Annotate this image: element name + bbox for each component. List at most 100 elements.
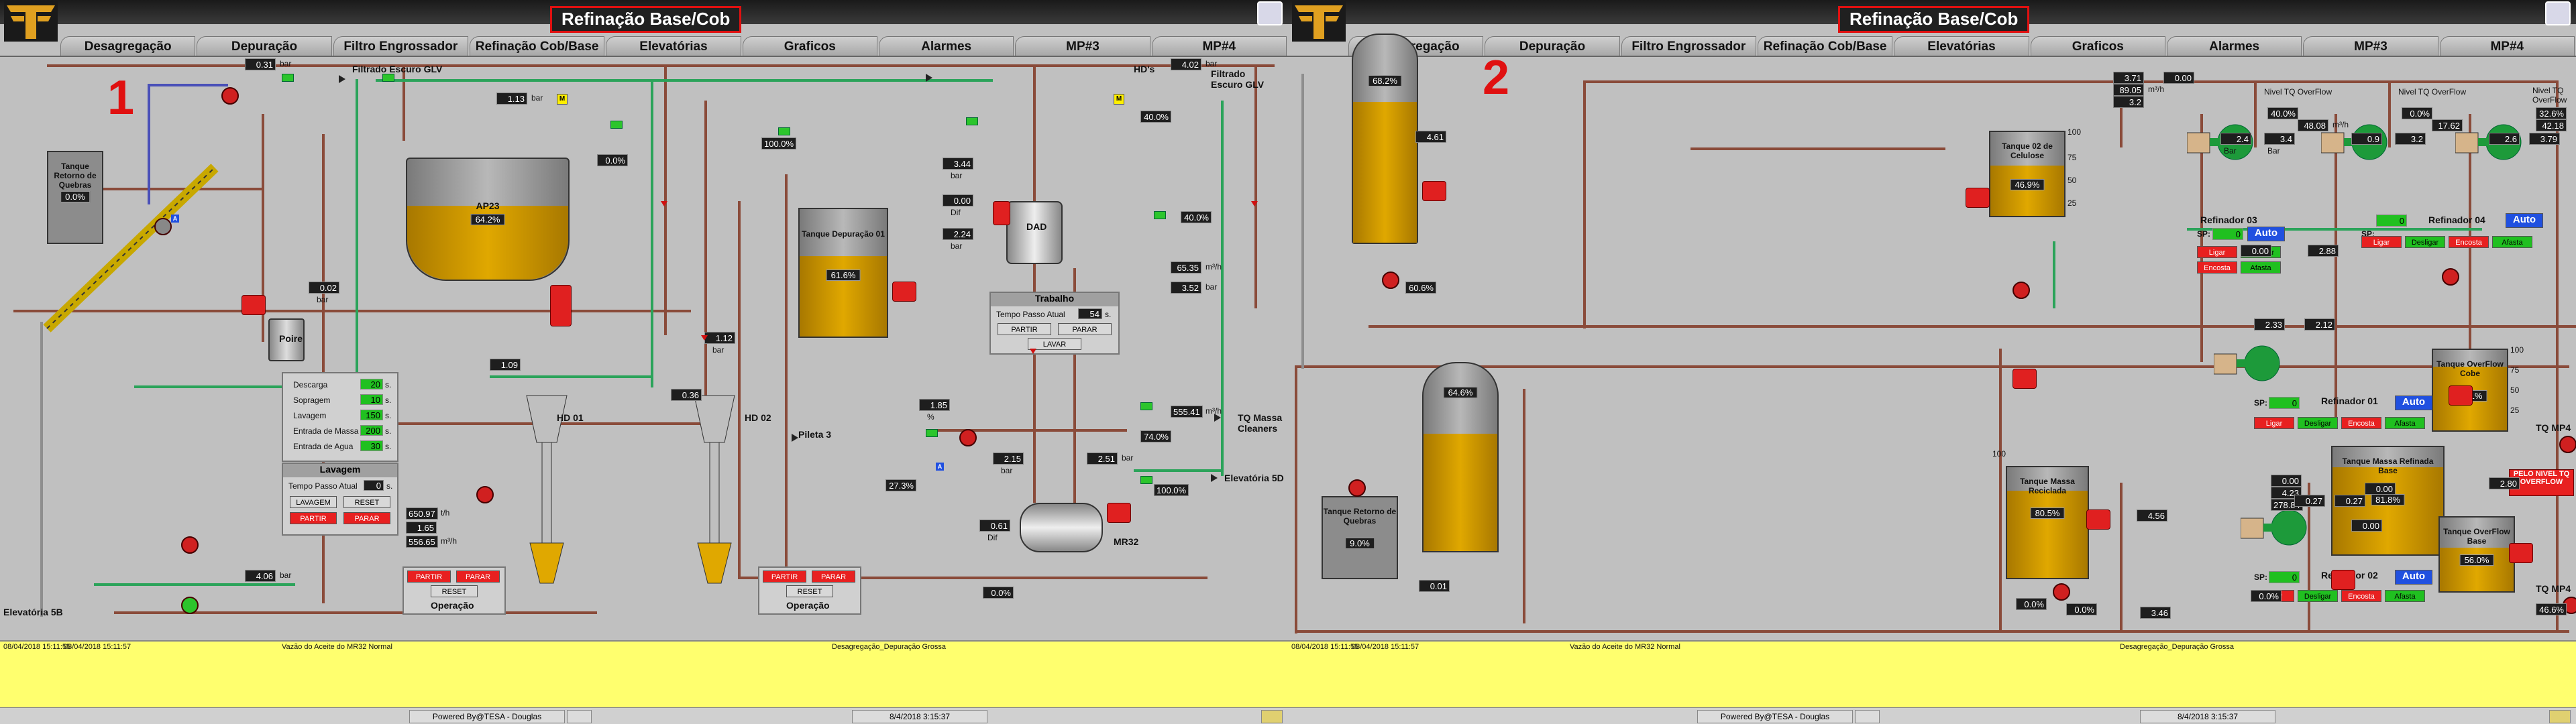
pump-icon[interactable] (2053, 583, 2070, 601)
encosta-button[interactable]: Encosta (2341, 590, 2381, 602)
silo-tank[interactable]: 68.2% (1352, 34, 1418, 244)
poire-equipment[interactable] (268, 318, 305, 361)
afasta-button[interactable]: Afasta (2385, 417, 2425, 429)
tab-desagregacao[interactable]: Desagregação (60, 36, 196, 56)
setpoint-input[interactable]: 0 (2269, 397, 2300, 409)
pump-icon[interactable] (959, 429, 977, 446)
dad-equipment[interactable] (1006, 201, 1063, 264)
pump-icon[interactable] (221, 87, 239, 105)
tank-retorno-quebras[interactable]: Tanque Retorno de Quebras 9.0% (1322, 496, 1398, 579)
encosta-button[interactable]: Encosta (2449, 236, 2489, 248)
tab-filtro-engrossador[interactable]: Filtro Engrossador (1621, 36, 1756, 56)
tab-filtro-engrossador[interactable]: Filtro Engrossador (333, 36, 468, 56)
ligar-button[interactable]: Ligar (2254, 417, 2294, 429)
tank-retorno-quebras[interactable]: Tanque Retorno de Quebras 0.0% (47, 151, 103, 244)
auto-button[interactable]: Auto (2506, 213, 2543, 228)
motor-icon[interactable] (241, 295, 266, 315)
alarm-bell-icon[interactable] (2549, 710, 2571, 723)
ligar-button[interactable]: Ligar (2197, 246, 2237, 258)
encosta-button[interactable]: Encosta (2197, 261, 2237, 274)
desligar-button[interactable]: Desligar (2298, 417, 2338, 429)
partir-button[interactable]: PARTIR (290, 512, 337, 524)
motor-icon[interactable] (993, 201, 1010, 225)
tab-alarmes[interactable]: Alarmes (878, 36, 1014, 56)
auto-button[interactable]: Auto (2395, 570, 2432, 585)
motor-icon[interactable] (1107, 503, 1131, 523)
partir-button[interactable]: PARTIR (763, 570, 806, 583)
pump-icon[interactable] (1382, 272, 1399, 289)
tab-graficos[interactable]: Graficos (2030, 36, 2165, 56)
tank-overflow-base[interactable]: Tanque OverFlow Base 56.0% (2438, 516, 2515, 593)
motor-icon[interactable] (1966, 188, 1990, 208)
tab-refinacao[interactable]: Refinação Cob/Base (469, 36, 605, 56)
tab-alarmes[interactable]: Alarmes (2166, 36, 2302, 56)
window-icon[interactable] (1257, 1, 1283, 25)
partir-button[interactable]: PARTIR (998, 323, 1051, 335)
pump-icon[interactable] (476, 486, 494, 503)
motor-icon[interactable] (550, 285, 572, 326)
tab-mp3[interactable]: MP#3 (2303, 36, 2438, 56)
tab-elevatorias[interactable]: Elevatórias (1894, 36, 2029, 56)
window-icon[interactable] (2545, 1, 2571, 25)
afasta-button[interactable]: Afasta (2241, 261, 2281, 274)
afasta-button[interactable]: Afasta (2492, 236, 2532, 248)
mr32-equipment[interactable] (1020, 503, 1103, 552)
auto-button[interactable]: Auto (2247, 227, 2285, 241)
parar-button[interactable]: PARAR (812, 570, 855, 583)
ligar-button[interactable]: Ligar (2361, 236, 2402, 248)
lavagem-button[interactable]: LAVAGEM (290, 496, 337, 508)
pump-running-icon[interactable] (181, 597, 199, 614)
motor-icon[interactable] (2449, 385, 2473, 406)
auto-button[interactable]: Auto (2395, 396, 2432, 410)
partir-button[interactable]: PARTIR (407, 570, 451, 583)
motor-icon[interactable] (892, 282, 916, 302)
tank-massa-refinada-base[interactable]: Tanque Massa Refinada Base 81.8% (2331, 446, 2445, 556)
alarm-banner[interactable]: 08/04/2018 15:11:55 08/04/2018 15:11:57 … (1288, 640, 2576, 709)
motor-icon[interactable] (2086, 509, 2110, 530)
tab-mp3[interactable]: MP#3 (1015, 36, 1150, 56)
parar-button[interactable]: PARAR (343, 512, 390, 524)
refinador-01-icon[interactable] (2214, 342, 2288, 383)
tab-refinacao[interactable]: Refinação Cob/Base (1757, 36, 1893, 56)
motor-icon[interactable] (1422, 181, 1446, 201)
tank-ap23[interactable]: AP23 64.2% (406, 158, 570, 281)
desligar-button[interactable]: Desligar (2298, 590, 2338, 602)
hd01-cyclone-icon[interactable] (517, 389, 577, 603)
reset-button[interactable]: RESET (343, 496, 390, 508)
silo-tank-2[interactable]: 64.6% (1422, 362, 1499, 552)
tab-elevatorias[interactable]: Elevatórias (606, 36, 741, 56)
tab-graficos[interactable]: Graficos (742, 36, 877, 56)
motor-icon[interactable] (2331, 570, 2355, 590)
tab-depuracao[interactable]: Depuração (197, 36, 332, 56)
reset-button[interactable]: RESET (786, 585, 833, 597)
tab-mp4[interactable]: MP#4 (2439, 36, 2575, 56)
setpoint-input[interactable]: 0 (2269, 571, 2300, 583)
afasta-button[interactable]: Afasta (2385, 590, 2425, 602)
pump-icon[interactable] (2442, 268, 2459, 286)
refinador-02-icon[interactable] (2241, 506, 2314, 548)
tank-celulose-02[interactable]: Tanque 02 de Celulose 46.9% (1989, 131, 2065, 217)
pump-icon[interactable] (2012, 282, 2030, 299)
tab-depuracao[interactable]: Depuração (1485, 36, 1620, 56)
reset-button[interactable]: RESET (431, 585, 478, 597)
desligar-button[interactable]: Desligar (2405, 236, 2445, 248)
tank-depuracao-01[interactable]: Tanque Depuração 01 61.6% (798, 208, 888, 338)
tank-massa-reciclada[interactable]: Tanque Massa Reciclada 80.5% (2006, 466, 2089, 579)
pump-icon[interactable] (154, 218, 172, 235)
parar-button[interactable]: PARAR (1058, 323, 1112, 335)
pump-icon[interactable] (2559, 436, 2576, 453)
overflow-alert[interactable]: PELO NIVEL TQ OVERFLOW (2509, 469, 2574, 496)
setpoint-input[interactable]: 0 (2212, 228, 2243, 240)
alarm-banner[interactable]: 08/04/2018 15:11:55 08/04/2018 15:11:57 … (0, 640, 1288, 709)
alarm-bell-icon[interactable] (1261, 710, 1283, 723)
motor-icon[interactable] (2509, 543, 2533, 563)
encosta-button[interactable]: Encosta (2341, 417, 2381, 429)
hd02-cyclone-icon[interactable] (684, 389, 745, 603)
parar-button[interactable]: PARAR (456, 570, 500, 583)
setpoint-input[interactable]: 0 (2376, 215, 2407, 227)
motor-icon[interactable] (2012, 369, 2037, 389)
lavar-button[interactable]: LAVAR (1028, 338, 1081, 350)
pump-icon[interactable] (181, 536, 199, 554)
tab-mp4[interactable]: MP#4 (1151, 36, 1287, 56)
pump-icon[interactable] (1348, 479, 1366, 497)
